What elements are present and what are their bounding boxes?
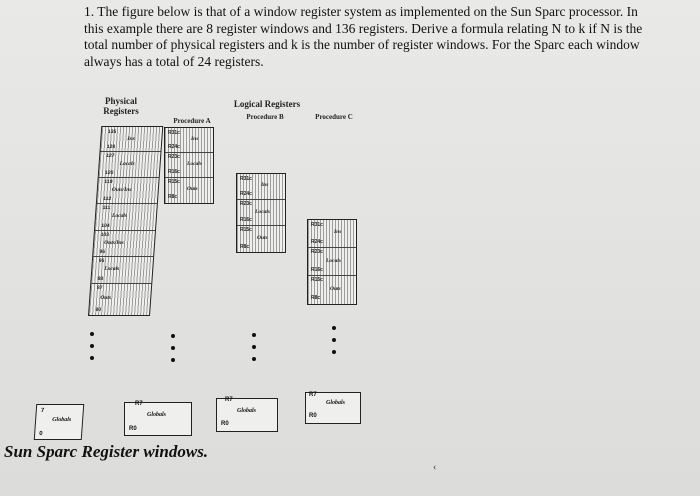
reg-num: 95: [98, 258, 105, 264]
reg-name: R24c: [168, 144, 180, 150]
reg-name: R23c: [240, 201, 252, 207]
reg-num: 87: [96, 285, 103, 291]
figure-caption: Sun Sparc Register windows.: [4, 442, 209, 461]
procedure-c-header: Procedure C: [315, 113, 353, 121]
window-label: Locals: [326, 258, 341, 264]
pen-mark: ‹: [433, 462, 437, 473]
reg-num: 128: [106, 144, 116, 150]
physical-register-column: 135 Ins 128 127 Locals 120 119 Outs/Ins …: [88, 126, 164, 316]
reg-num: 80: [95, 307, 102, 313]
window-label: Ins: [191, 136, 199, 142]
window-label: Outs: [187, 186, 198, 192]
reg-name: R8c: [240, 244, 250, 250]
procedure-a-header: Procedure A: [173, 117, 211, 125]
globals-label: Globals: [237, 408, 257, 414]
window-label: Ins: [334, 229, 342, 235]
reg-name: R15c: [240, 227, 252, 233]
reg-num: 96: [99, 249, 106, 255]
region-label: Locals: [104, 266, 120, 272]
global-num-0: 0: [38, 431, 43, 437]
physical-registers-header: Physical Registers: [103, 96, 139, 116]
window-label: Outs: [257, 235, 268, 241]
segment-divider: [308, 275, 356, 276]
segment-divider: [94, 230, 156, 231]
ellipsis-dots: [331, 326, 337, 362]
reg-name: R24c: [240, 191, 252, 197]
reg-name: R16c: [311, 267, 323, 273]
r7-label: R7: [225, 397, 233, 403]
reg-name: R15c: [311, 277, 323, 283]
segment-divider: [165, 152, 213, 153]
globals-label: Globals: [326, 400, 346, 406]
globals-label: Globals: [51, 417, 72, 423]
region-label: Locals: [119, 161, 135, 167]
segment-divider: [100, 151, 161, 152]
segment-divider: [93, 256, 154, 257]
segment-divider: [91, 283, 152, 284]
reg-num: 103: [100, 232, 110, 238]
region-label: Ins: [127, 136, 135, 142]
ellipsis-dots: [251, 333, 257, 369]
procedure-a-window: R31c Ins R24c R23c Locals R16c R15c Outs…: [164, 127, 214, 204]
reg-num: 111: [102, 205, 111, 211]
logical-registers-header: Logical Registers: [233, 99, 301, 109]
reg-name: R31c: [311, 222, 323, 228]
reg-num: 127: [105, 153, 115, 159]
region-label: Outs/Ins: [103, 240, 124, 246]
reg-name: R15c: [168, 179, 180, 185]
region-label: Outs: [100, 295, 112, 301]
reg-num: 135: [107, 129, 117, 135]
problem-text: 1. The figure below is that of a window …: [84, 4, 643, 69]
window-label: Ins: [261, 182, 269, 188]
procedure-a-globals-box: R7 Globals R0: [124, 401, 192, 436]
segment-divider: [237, 199, 285, 200]
reg-name: R31c: [240, 176, 252, 182]
reg-name: R31c: [168, 130, 180, 136]
r0-label: R0: [309, 413, 317, 419]
reg-name: R8c: [311, 295, 321, 301]
reg-name: R24c: [311, 239, 323, 245]
reg-name: R23c: [168, 154, 180, 160]
segment-divider: [98, 177, 159, 178]
reg-num: 112: [102, 196, 112, 202]
window-label: Outs: [330, 286, 341, 292]
segment-divider: [165, 177, 213, 178]
r7-label: R7: [135, 401, 143, 407]
r7-label: R7: [309, 392, 317, 398]
globals-label: Globals: [147, 412, 167, 418]
reg-name: R8c: [168, 194, 178, 200]
ellipsis-dots: [170, 334, 176, 370]
reg-num: 104: [101, 223, 110, 229]
global-num-7: 7: [40, 408, 45, 414]
procedure-b-window: R31c Ins R24c R23c Locals R16c R15c Outs…: [236, 173, 286, 253]
ellipsis-dots: [89, 332, 95, 368]
procedure-c-window: R31c Ins R24c R23c Locals R16c R15c Outs…: [307, 219, 357, 305]
reg-name: R23c: [311, 249, 323, 255]
r0-label: R0: [129, 426, 137, 432]
window-label: Locals: [255, 209, 270, 215]
reg-num: 120: [104, 170, 114, 176]
region-label: Outs/Ins: [111, 187, 132, 193]
procedure-b-header: Procedure B: [246, 113, 284, 121]
segment-divider: [237, 225, 285, 226]
procedure-c-globals-box: R7 Globals R0: [305, 392, 361, 424]
procedure-b-globals-box: R7 Globals R0: [216, 397, 278, 432]
region-label: Locals: [111, 213, 128, 219]
segment-divider: [308, 247, 356, 248]
reg-num: 119: [104, 179, 113, 185]
window-label: Locals: [187, 161, 202, 167]
reg-num: 88: [97, 276, 104, 282]
physical-globals-box: 7 Globals 0: [33, 404, 85, 440]
r0-label: R0: [221, 421, 229, 427]
reg-name: R16c: [240, 217, 252, 223]
segment-divider: [96, 203, 157, 204]
reg-name: R16c: [168, 169, 180, 175]
